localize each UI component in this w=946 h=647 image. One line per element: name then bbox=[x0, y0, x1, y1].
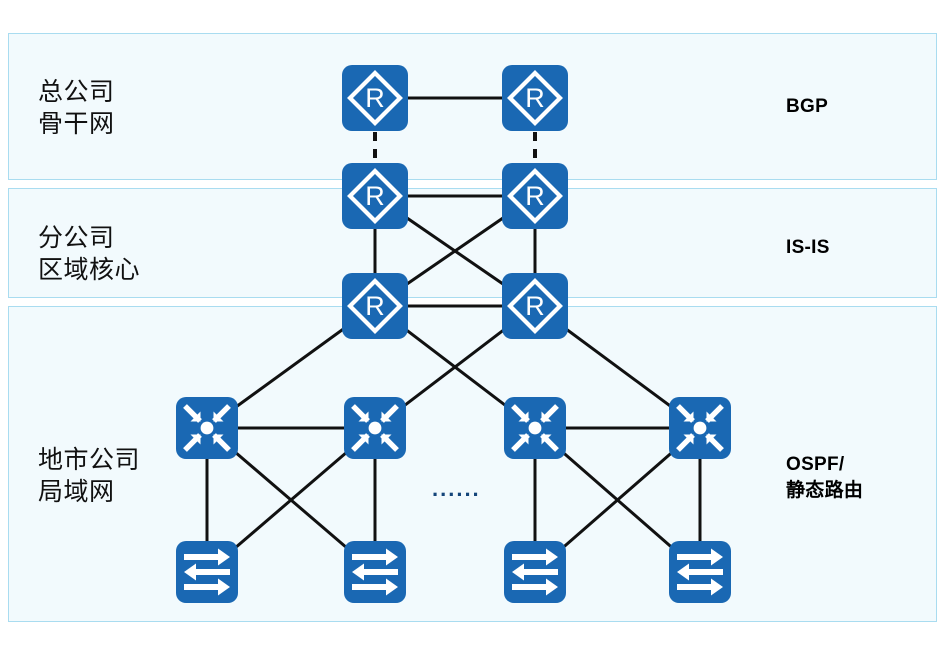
layer2-switch-icon bbox=[677, 548, 723, 596]
node-s4-layer3-switch-icon[interactable] bbox=[669, 397, 731, 459]
band-headquarters-backbone bbox=[8, 33, 937, 180]
layer2-switch-icon bbox=[352, 548, 398, 596]
band-label-branch: 分公司 区域核心 bbox=[38, 224, 141, 284]
svg-text:R: R bbox=[525, 83, 545, 113]
node-a4-layer2-switch-icon[interactable] bbox=[669, 541, 731, 603]
svg-text:R: R bbox=[525, 291, 545, 321]
router-icon: R bbox=[347, 70, 403, 126]
node-a3-layer2-switch-icon[interactable] bbox=[504, 541, 566, 603]
band-label-city: 地市公司 局域网 bbox=[38, 446, 141, 506]
ellipsis-more-sites: ...... bbox=[432, 476, 481, 501]
layer2-switch-icon bbox=[512, 548, 558, 596]
protocol-label-ospf-static: OSPF/ 静态路由 bbox=[786, 454, 864, 501]
layer2-switch-icon bbox=[184, 548, 230, 596]
svg-text:R: R bbox=[365, 291, 385, 321]
node-r1a-router-icon[interactable]: R bbox=[342, 65, 408, 131]
svg-text:R: R bbox=[525, 181, 545, 211]
protocol-label-bgp: BGP bbox=[786, 96, 829, 117]
protocol-label-isis: IS-IS bbox=[786, 237, 830, 258]
layer3-switch-icon bbox=[183, 404, 231, 452]
band-label-headquarters: 总公司 骨干网 bbox=[38, 78, 115, 138]
router-icon: R bbox=[347, 168, 403, 224]
layer3-switch-icon bbox=[676, 404, 724, 452]
layer3-switch-icon bbox=[511, 404, 559, 452]
router-icon: R bbox=[507, 278, 563, 334]
node-s2-layer3-switch-icon[interactable] bbox=[344, 397, 406, 459]
node-a2-layer2-switch-icon[interactable] bbox=[344, 541, 406, 603]
node-r3a-router-icon[interactable]: R bbox=[342, 273, 408, 339]
node-r3b-router-icon[interactable]: R bbox=[502, 273, 568, 339]
layer3-switch-icon bbox=[351, 404, 399, 452]
node-a1-layer2-switch-icon[interactable] bbox=[176, 541, 238, 603]
node-r2a-router-icon[interactable]: R bbox=[342, 163, 408, 229]
svg-text:R: R bbox=[365, 83, 385, 113]
router-icon: R bbox=[347, 278, 403, 334]
node-r1b-router-icon[interactable]: R bbox=[502, 65, 568, 131]
svg-text:R: R bbox=[365, 181, 385, 211]
node-r2b-router-icon[interactable]: R bbox=[502, 163, 568, 229]
router-icon: R bbox=[507, 168, 563, 224]
node-s3-layer3-switch-icon[interactable] bbox=[504, 397, 566, 459]
node-s1-layer3-switch-icon[interactable] bbox=[176, 397, 238, 459]
router-icon: R bbox=[507, 70, 563, 126]
